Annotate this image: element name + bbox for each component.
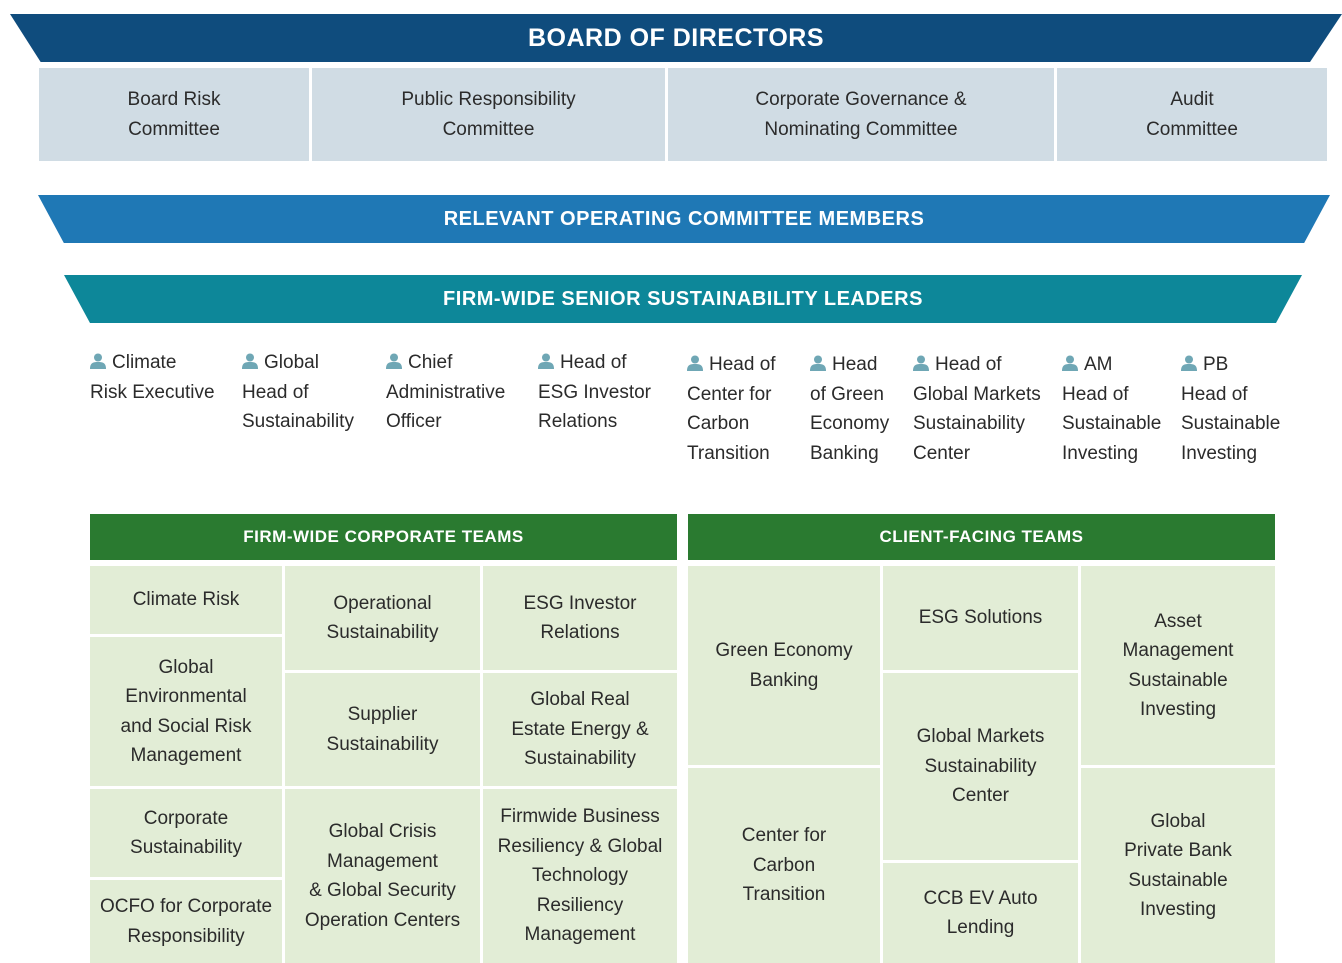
team-cell-corporate-sustainability: Corporate Sustainability [90,789,282,877]
leader-title-rest: Administrative Officer [386,381,506,433]
leader-title-line1: Climate [112,352,177,373]
leader-title-line1: AM [1084,354,1113,375]
person-icon [90,349,106,369]
team-cell-global-crisis-management: Global Crisis Management & Global Securi… [285,789,480,963]
leader-pb-head-sustainable-investing: PB Head of Sustainable Investing [1181,350,1280,468]
leader-head-green-economy-banking: Head of Green Economy Banking [810,350,889,468]
leader-head-esg-investor-relations: Head of ESG Investor Relations [538,348,651,437]
board-of-directors-banner: BOARD OF DIRECTORS [10,14,1342,62]
leader-title-rest: Global Markets Sustainability Center [913,383,1041,464]
team-cell-esg-solutions: ESG Solutions [883,566,1078,670]
leader-title-line1: Head of [560,352,627,373]
team-cell-climate-risk: Climate Risk [90,566,282,634]
team-cell-firmwide-business-resiliency: Firmwide Business Resiliency & Global Te… [483,789,677,963]
committee-public-responsibility: Public Responsibility Committee [312,68,665,161]
leader-title-rest: Head of Sustainable Investing [1062,383,1162,464]
team-cell-global-markets-sustainability: Global Markets Sustainability Center [883,673,1078,860]
sustainability-leaders-banner: FIRM-WIDE SENIOR SUSTAINABILITY LEADERS [64,275,1302,323]
leader-title-rest: Head of Sustainable Investing [1181,383,1281,464]
client-facing-teams-header: CLIENT-FACING TEAMS [688,514,1275,560]
leader-am-head-sustainable-investing: AM Head of Sustainable Investing [1062,350,1161,468]
person-icon [1181,351,1197,371]
team-cell-global-real-estate: Global Real Estate Energy & Sustainabili… [483,673,677,786]
committee-board-risk: Board Risk Committee [39,68,309,161]
team-cell-global-environmental-social-risk: Global Environmental and Social Risk Man… [90,637,282,786]
leader-title-rest: ESG Investor Relations [538,381,651,433]
leader-head-global-markets-sustainability: Head of Global Markets Sustainability Cen… [913,350,1041,468]
corporate-teams-header: FIRM-WIDE CORPORATE TEAMS [90,514,677,560]
team-cell-private-bank-sustainable-investing: Global Private Bank Sustainable Investin… [1081,768,1275,963]
person-icon [810,351,826,371]
team-cell-ocfo-corporate-responsibility: OCFO for Corporate Responsibility [90,880,282,963]
person-icon [1062,351,1078,371]
operating-committee-banner: RELEVANT OPERATING COMMITTEE MEMBERS [38,195,1330,243]
person-icon [242,349,258,369]
team-cell-supplier-sustainability: Supplier Sustainability [285,673,480,786]
leader-title-line1: Head of [709,354,776,375]
leader-title-rest: Center for Carbon Transition [687,383,772,464]
person-icon [687,351,703,371]
committee-corporate-governance: Corporate Governance & Nominating Commit… [668,68,1054,161]
person-icon [538,349,554,369]
team-cell-asset-management-sustainable-investing: Asset Management Sustainable Investing [1081,566,1275,765]
team-cell-operational-sustainability: Operational Sustainability [285,566,480,670]
team-cell-green-economy-banking: Green Economy Banking [688,566,880,765]
leader-title-line1: Chief [408,352,453,373]
leader-title-rest: of Green Economy Banking [810,383,890,464]
leader-title-line1: Head of [935,354,1002,375]
person-icon [913,351,929,371]
team-cell-esg-investor-relations: ESG Investor Relations [483,566,677,670]
person-icon [386,349,402,369]
leader-title-line1: PB [1203,354,1229,375]
leader-title-line1: Global [264,352,319,373]
leader-title-rest: Risk Executive [90,381,215,403]
team-cell-center-carbon-transition: Center for Carbon Transition [688,768,880,963]
team-cell-ccb-ev-auto-lending: CCB EV Auto Lending [883,863,1078,963]
committee-audit: Audit Committee [1057,68,1327,161]
leader-title-rest: Head of Sustainability [242,381,354,433]
leader-title-line1: Head [832,354,878,375]
leader-head-center-carbon-transition: Head of Center for Carbon Transition [687,350,776,468]
